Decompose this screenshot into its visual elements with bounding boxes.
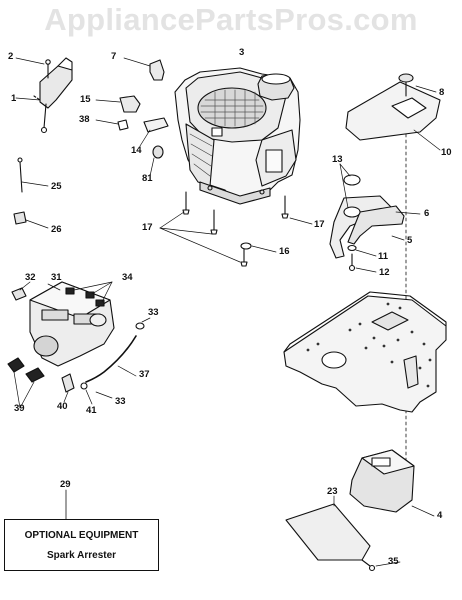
callout-17b: 17 <box>314 219 325 230</box>
exhaust-pipes <box>329 163 421 273</box>
callout-15: 15 <box>80 94 91 105</box>
pin-and-clip <box>13 157 49 229</box>
engine-drawing <box>174 67 301 205</box>
callout-26: 26 <box>51 224 62 235</box>
engine-bolts <box>159 191 313 267</box>
callout-12: 12 <box>379 267 390 278</box>
callout-14: 14 <box>131 145 142 156</box>
callout-4: 4 <box>437 510 443 521</box>
callout-11: 11 <box>378 251 389 262</box>
callout-16: 16 <box>279 246 290 257</box>
callout-13: 13 <box>332 154 343 165</box>
callout-25: 25 <box>51 181 62 192</box>
callout-2: 2 <box>8 51 14 62</box>
optional-equipment-box: OPTIONAL EQUIPMENT Spark Arrester <box>4 519 159 571</box>
frame-chassis <box>283 291 447 413</box>
callout-1: 1 <box>11 93 17 104</box>
callout-34: 34 <box>122 272 133 283</box>
callout-39: 39 <box>14 403 25 414</box>
optional-equipment-title: OPTIONAL EQUIPMENT <box>24 530 139 541</box>
callout-23: 23 <box>327 486 338 497</box>
optional-equipment-subtitle: Spark Arrester <box>46 550 117 561</box>
callout-33b: 33 <box>115 396 126 407</box>
callout-38: 38 <box>79 114 90 125</box>
callout-35: 35 <box>388 556 399 567</box>
callout-41: 41 <box>86 405 97 416</box>
watermark: AppliancePartsPros.com <box>44 2 418 37</box>
throttle-control <box>15 57 73 134</box>
muffler <box>349 449 435 517</box>
callout-32: 32 <box>25 272 36 283</box>
callout-5: 5 <box>407 235 413 246</box>
callout-8: 8 <box>439 87 445 98</box>
callout-37: 37 <box>139 369 150 380</box>
heat-shield <box>345 73 441 469</box>
callout-17a: 17 <box>142 222 153 233</box>
callout-3: 3 <box>239 47 245 58</box>
callout-81: 81 <box>142 173 153 184</box>
callout-10: 10 <box>441 147 452 158</box>
shield-plate <box>285 495 401 572</box>
callout-33a: 33 <box>148 307 159 318</box>
callout-40: 40 <box>57 401 68 412</box>
callout-6: 6 <box>424 208 430 219</box>
fitting-parts <box>95 95 169 177</box>
battery-assembly <box>7 281 115 409</box>
callout-31: 31 <box>51 272 62 283</box>
battery-cable <box>61 317 151 405</box>
callout-29: 29 <box>60 479 71 490</box>
part-7-clip <box>123 57 165 81</box>
callout-7: 7 <box>111 51 117 62</box>
